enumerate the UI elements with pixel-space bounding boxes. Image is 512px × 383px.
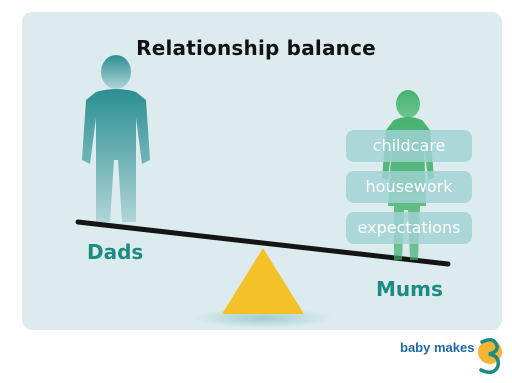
seesaw-beam — [75, 219, 451, 267]
pill-childcare: childcare — [346, 130, 472, 162]
dad-figure-icon — [82, 55, 150, 222]
fulcrum-triangle-icon — [222, 248, 304, 314]
brand-logo-text: baby makes — [400, 340, 475, 355]
pill-expectations: expectations — [346, 212, 472, 244]
label-mums: Mums — [376, 277, 443, 301]
diagram-title: Relationship balance — [136, 36, 376, 60]
pill-housework: housework — [346, 171, 472, 203]
logo-3-icon — [478, 338, 502, 374]
label-dads: Dads — [87, 240, 144, 264]
